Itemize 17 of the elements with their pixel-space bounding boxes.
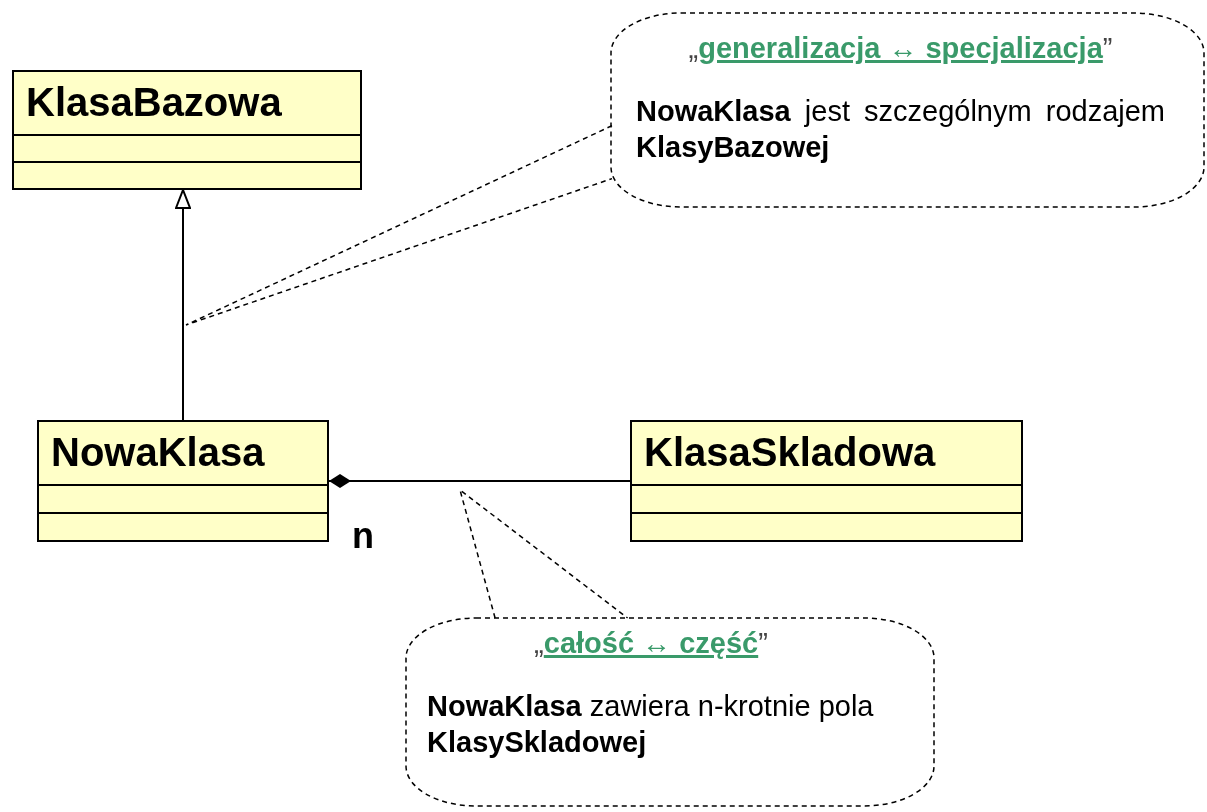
callout-text: NowaKlasa jest szczególnym rodzajem KlasyBazowej <box>636 94 1165 166</box>
inheritance-arrow <box>175 189 191 421</box>
callout-text: NowaKlasa zawiera n-krotnie pola KlasySkladowej <box>427 689 875 761</box>
class-box <box>630 420 1023 542</box>
class-name: KlasaSkladowa <box>632 422 1021 486</box>
multiplicity-label: n <box>352 515 374 557</box>
leader-line <box>185 124 613 326</box>
composition-line <box>328 474 631 488</box>
callout-bubble <box>405 617 935 807</box>
leader-line <box>458 488 629 619</box>
class-name: NowaKlasa <box>39 422 327 486</box>
callout-heading: „generalizacja ↔ specjalizacja” <box>687 32 1114 65</box>
class-box <box>12 70 362 190</box>
callout-heading: „całość ↔ część” <box>533 627 769 660</box>
class-name: KlasaBazowa <box>14 72 360 136</box>
callout-bubble <box>610 12 1205 208</box>
class-box <box>37 420 329 542</box>
